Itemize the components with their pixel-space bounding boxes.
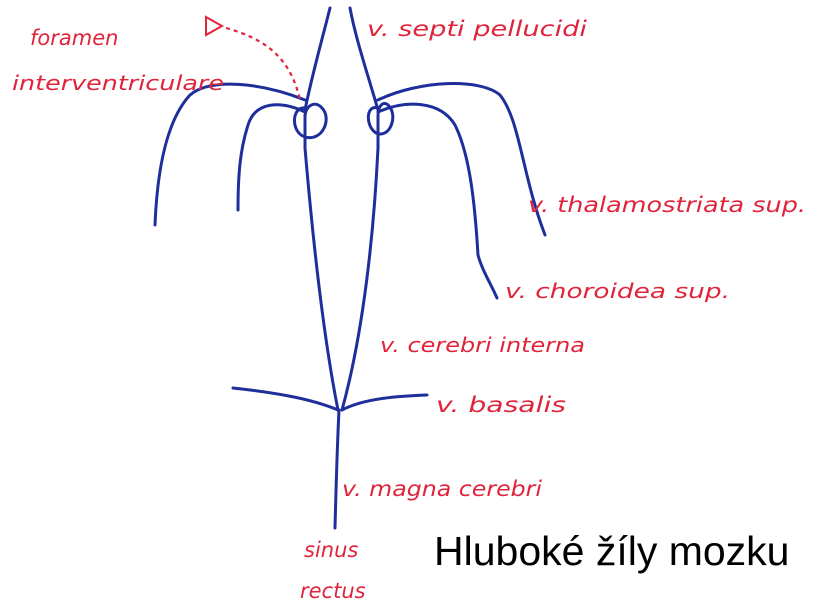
v-choroidea-right — [378, 104, 497, 298]
foramen-arrow-icon — [206, 17, 222, 35]
foramen-pointer — [226, 28, 300, 100]
label-cerebri-interna: v. cerebri interna — [380, 333, 585, 357]
label-foramen-line1: foramen — [30, 26, 118, 50]
v-magna-cerebri — [335, 410, 339, 528]
v-septi-pellucidi-left — [305, 8, 330, 110]
slide-caption: Hluboké žíly mozku — [434, 528, 789, 575]
label-septi-pellucidi: v. septi pellucidi — [367, 17, 587, 41]
v-basalis-right — [342, 395, 427, 410]
label-thalamostriata: v. thalamostriata sup. — [528, 193, 806, 217]
v-cerebri-interna-right — [342, 148, 378, 410]
label-magna-cerebri: v. magna cerebri — [342, 477, 542, 501]
label-basalis: v. basalis — [436, 393, 566, 417]
v-cerebri-interna-left — [305, 148, 338, 410]
label-sinus-line2: rectus — [300, 579, 366, 603]
label-choroidea: v. choroidea sup. — [505, 279, 730, 303]
label-foramen-line2: interventriculare — [12, 71, 224, 95]
v-basalis-left — [233, 388, 338, 410]
label-sinus-line1: sinus — [304, 538, 358, 562]
